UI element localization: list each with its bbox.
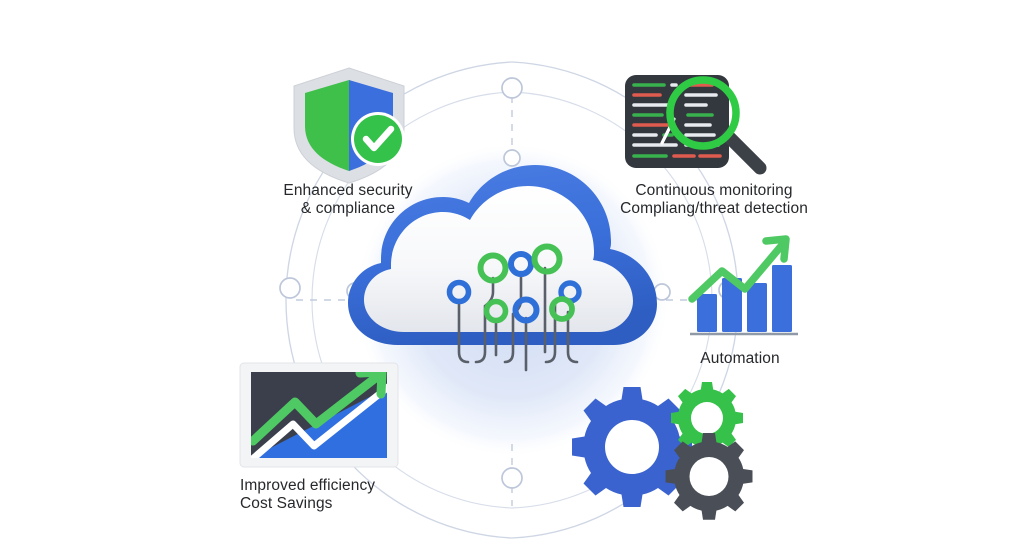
growth-arrow-line	[688, 241, 786, 303]
code-magnifier-icon	[625, 75, 767, 175]
circuit-node-green-4	[549, 296, 575, 322]
connector-dot-inner-top	[503, 149, 521, 167]
caption-automation: Automation	[700, 350, 780, 367]
caption-efficiency: Improved efficiency Cost Savings	[240, 477, 376, 512]
circuit-node-green-1	[477, 252, 509, 284]
check-icon	[362, 125, 395, 152]
circuit-nodes	[446, 243, 582, 324]
bar-2	[722, 278, 742, 332]
caption-security: Enhanced security & compliance	[283, 182, 413, 217]
connector-dot-top	[501, 77, 523, 99]
bar-3	[747, 283, 767, 332]
circuit-node-blue-3	[512, 296, 540, 324]
gear-large-blue	[572, 387, 692, 507]
bar-1	[697, 294, 717, 332]
caption-monitoring: Continuous monitoring Compliang/threat d…	[620, 182, 808, 217]
gear-medium-dark	[665, 433, 753, 520]
bar-4	[772, 265, 792, 332]
bar-chart-growth-icon	[688, 235, 798, 336]
framed-growth-chart-icon	[239, 362, 399, 468]
circuit-node-green-2	[531, 243, 563, 275]
chart-arrow-head	[355, 372, 387, 399]
gear-small-green	[671, 382, 743, 454]
gears-icon	[572, 382, 753, 520]
shield-check-icon	[293, 67, 405, 184]
circuit-node-blue-1	[508, 251, 534, 277]
circuit-node-green-3	[483, 298, 509, 324]
circuit-node-blue-2	[446, 279, 472, 305]
chart-arrow-green	[251, 372, 383, 446]
connector-dot-bottom	[501, 467, 523, 489]
magnifier-handle	[721, 129, 767, 175]
chart-line-white	[251, 383, 387, 458]
shield-left-half	[305, 80, 349, 171]
cloud-circuit-icon	[348, 165, 657, 372]
connector-dot-left	[279, 277, 301, 299]
magnifier-lens	[666, 76, 740, 150]
growth-arrow-head	[762, 235, 790, 263]
